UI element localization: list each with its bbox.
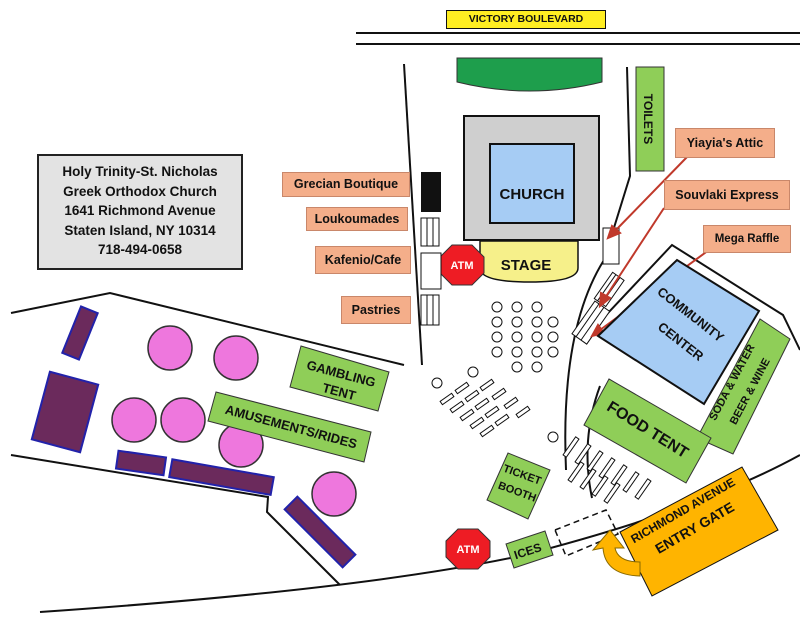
- seating-circles: [431, 301, 559, 443]
- church-label: CHURCH: [500, 186, 565, 203]
- entry-gate[interactable]: [619, 466, 779, 597]
- amusement-rides: [111, 325, 357, 517]
- stage-label: STAGE: [501, 257, 552, 274]
- amusements-rides-sign[interactable]: [207, 391, 372, 463]
- food-tent: [583, 378, 712, 484]
- atm-sign-bottom[interactable]: [445, 528, 491, 570]
- toilets-label: TOILETS: [641, 94, 655, 144]
- entry-arrow: [591, 529, 641, 577]
- community-center-building: [596, 258, 761, 406]
- pastries-label[interactable]: Pastries: [341, 296, 411, 324]
- loukoumades-label[interactable]: Loukoumades: [306, 207, 408, 231]
- atm-label-top: ATM: [450, 260, 473, 272]
- pastries-booth: [420, 294, 440, 326]
- grounds-boundary: [403, 63, 423, 366]
- picnic-tables-left: [439, 378, 531, 438]
- toilets-building: [635, 66, 665, 172]
- loukoumades-booth: [420, 217, 440, 247]
- entry-path: [554, 509, 620, 557]
- grecian-boutique-label[interactable]: Grecian Boutique: [282, 172, 410, 197]
- grounds-boundary: [591, 243, 800, 351]
- ices-booth: [505, 530, 554, 569]
- souvlaki-express-label[interactable]: Souvlaki Express: [664, 180, 790, 210]
- parking-lot-outline: [10, 291, 405, 366]
- grounds-boundary: [586, 385, 601, 499]
- victory-boulevard-label: VICTORY BOULEVARD: [446, 10, 606, 29]
- church-inner: [489, 143, 575, 224]
- address-line: 1641 Richmond Avenue: [64, 203, 216, 218]
- boutique-booth: [421, 172, 441, 212]
- church-name-line-1: Holy Trinity-St. Nicholas: [62, 164, 218, 179]
- soda-beer-wine-tent: [696, 318, 791, 455]
- picnic-tables-right: [562, 436, 652, 504]
- yiayias-attic-label[interactable]: Yiayia's Attic: [675, 128, 775, 158]
- parking-lot-outline: [10, 454, 341, 586]
- phone-line: 718-494-0658: [97, 242, 183, 257]
- city-line: Staten Island, NY 10314: [64, 222, 216, 238]
- kafenio-cafe-label[interactable]: Kafenio/Cafe: [315, 246, 411, 274]
- ticket-booth: [486, 452, 551, 520]
- gambling-tent[interactable]: [289, 345, 390, 412]
- mega-raffle-label[interactable]: Mega Raffle: [703, 225, 791, 253]
- church-info-box: Holy Trinity-St. Nicholas Greek Orthodox…: [37, 154, 243, 270]
- atm-label-bottom: ATM: [456, 544, 479, 556]
- kafenio-booth: [420, 252, 442, 290]
- game-trailers: [30, 305, 357, 569]
- lawn-area: [456, 57, 603, 92]
- church-name-line-2: Greek Orthodox Church: [63, 183, 217, 199]
